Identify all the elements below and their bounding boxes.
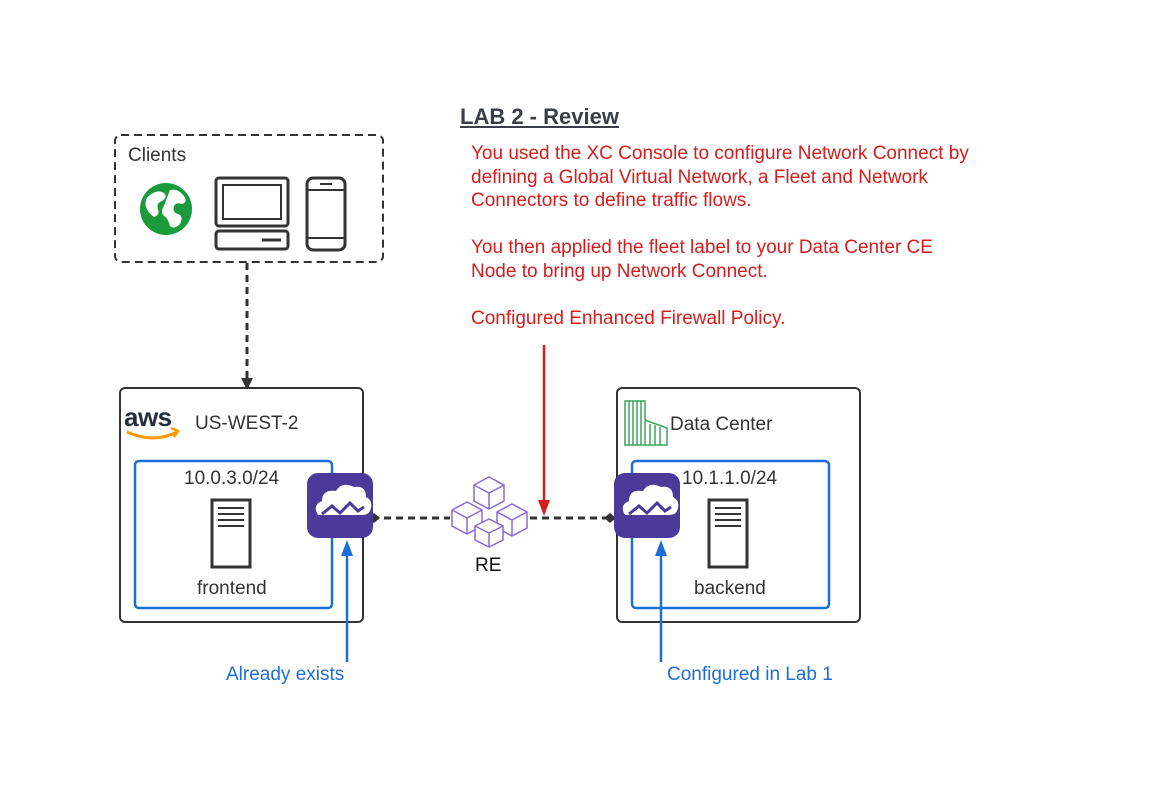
mobile-phone-icon [305, 176, 347, 252]
datacenter-building-icon [624, 400, 668, 446]
frontend-server-icon [210, 498, 252, 569]
aws-logo-icon [126, 426, 180, 440]
page-title: LAB 2 - Review [460, 104, 619, 129]
clients-to-aws-arrowhead [241, 378, 253, 390]
firewall-policy-arrowhead [538, 500, 550, 516]
desktop-icon [214, 176, 290, 251]
re-label: RE [475, 555, 502, 576]
already-exists-arrowhead [341, 540, 353, 556]
frontend-label: frontend [197, 578, 267, 599]
already-exists-label: Already exists [226, 664, 345, 685]
review-line: defining a Global Virtual Network, a Fle… [471, 166, 928, 188]
review-line: You used the XC Console to configure Net… [471, 143, 969, 164]
review-line: Node to bring up Network Connect. [471, 260, 768, 282]
backend-label: backend [694, 578, 766, 599]
review-paragraph-2: You then applied the fleet label to your… [471, 236, 933, 283]
review-paragraph-1: You used the XC Console to configure Net… [471, 142, 969, 213]
datacenter-label: Data Center [670, 414, 773, 435]
review-line: You then applied the fleet label to your… [471, 237, 933, 258]
right-link-endpoint [604, 513, 616, 523]
backend-server-icon [707, 498, 749, 569]
aws-region-label: US-WEST-2 [195, 413, 299, 434]
datacenter-subnet-label: 10.1.1.0/24 [682, 468, 778, 489]
globe-icon [140, 183, 192, 235]
review-line: Connectors to define traffic flows. [471, 190, 752, 211]
aws-subnet-label: 10.0.3.0/24 [184, 468, 280, 489]
aws-logo-text: aws [124, 402, 172, 432]
aws-ce-node-icon [307, 473, 373, 538]
review-paragraph-3: Configured Enhanced Firewall Policy. [471, 308, 786, 329]
configured-lab1-arrowhead [655, 540, 667, 556]
clients-label: Clients [128, 145, 187, 166]
dc-ce-node-icon [614, 473, 680, 538]
configured-lab1-label: Configured in Lab 1 [667, 664, 833, 685]
re-cubes-icon [451, 476, 528, 548]
